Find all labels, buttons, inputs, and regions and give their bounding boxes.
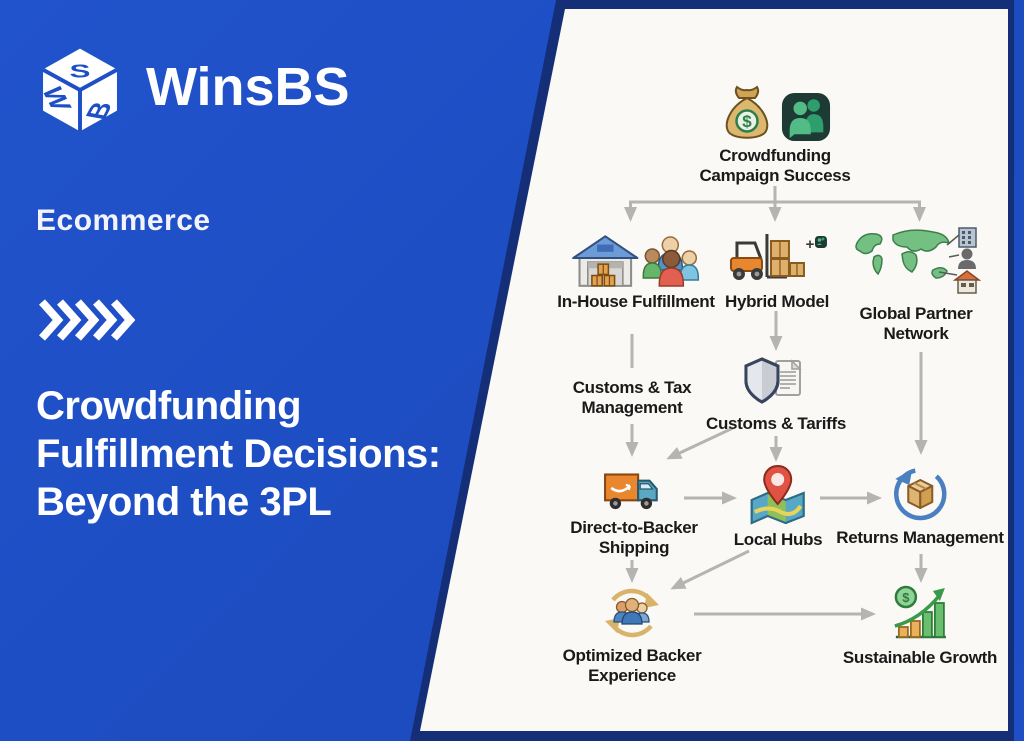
svg-text:B: B [79,100,119,122]
svg-text:$: $ [742,112,752,131]
world-map-partners-icon [855,227,982,294]
team-icon [642,236,700,287]
returns-box-icon [893,467,947,521]
growth-chart-icon: $ [894,585,946,639]
node-sustainable-growth: $ Sustainable Growth [843,584,997,668]
node-global-partner-network: Global Partner Network [849,224,983,343]
delivery-truck-icon [604,473,658,510]
page-title: Crowdfunding Fulfillment Decisions: Beyo… [36,384,441,524]
five-chevrons-right-icon [39,299,136,341]
shield-document-icon [744,357,802,404]
cube-wb-logo-icon: S W B [36,48,119,132]
node-direct-to-backer-shipping: Direct-to-Backer Shipping [559,466,709,557]
money-bag-icon: $ [725,85,768,139]
svg-text:+: + [806,236,815,253]
node-returns-management: Returns Management [836,458,1004,548]
node-local-hubs: Local Hubs [734,464,823,550]
svg-text:S: S [70,62,91,82]
forklift-boxes-icon: + [729,234,827,280]
node-customs-tax-management: Customs & Tax Management [572,378,692,417]
map-pin-icon [751,464,805,525]
category-label: Ecommerce [36,204,211,237]
backers-badge-icon [781,92,830,142]
svg-text:$: $ [902,590,910,605]
backer-loop-icon [605,588,659,638]
node-hybrid-model: + Hybrid Model [725,228,829,312]
warehouse-icon [572,235,639,287]
node-campaign-success: $ Crowdfunding Campaign Success [690,84,860,185]
brand-name: WinsBS [146,57,350,117]
node-optimized-backer-experience: Optimized Backer Experience [552,582,712,685]
node-customs-tariffs: Customs & Tariffs [706,356,846,434]
node-in-house-fulfillment: In-House Fulfillment [557,230,715,312]
